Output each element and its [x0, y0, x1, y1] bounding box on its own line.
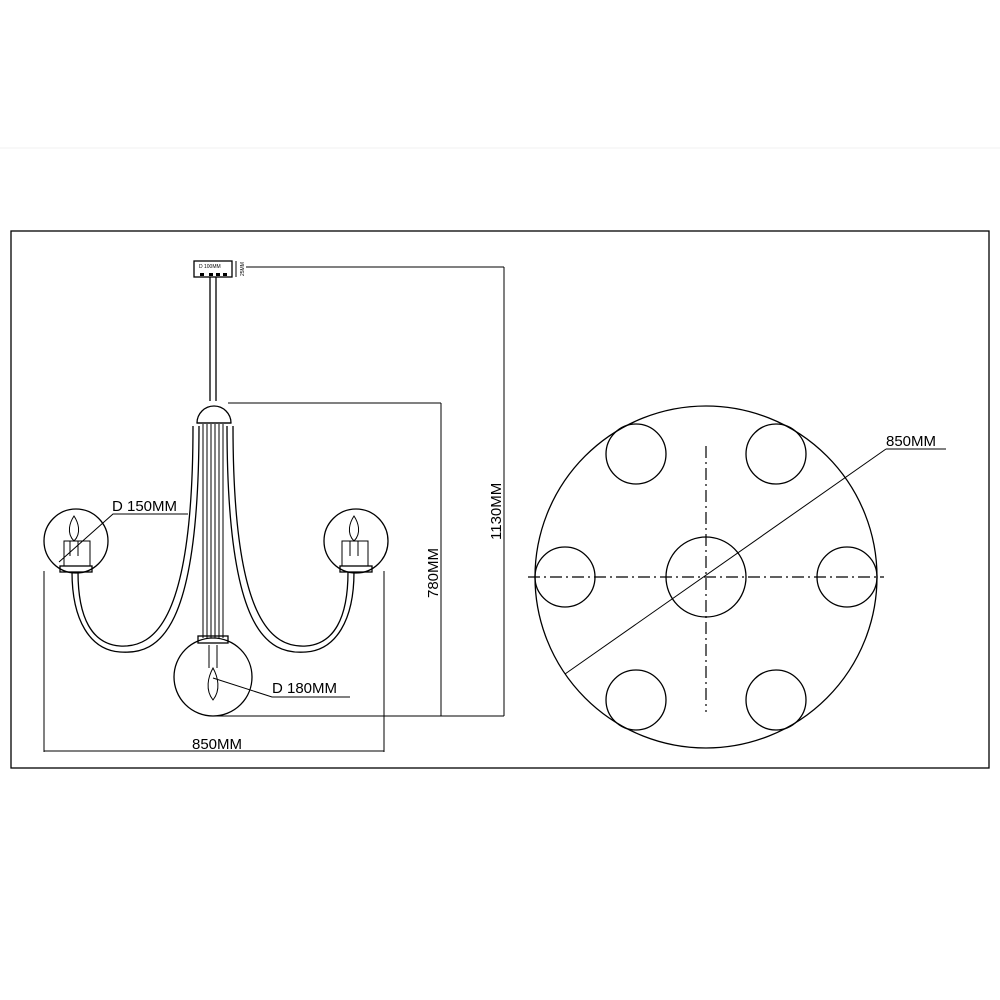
center-globe — [665, 536, 747, 618]
top-view: 850MM — [528, 405, 946, 749]
width-label: 850MM — [192, 736, 242, 753]
large-globe-diameter-label: D 180MM — [272, 680, 337, 697]
center-large-globe — [173, 637, 253, 717]
large-globe-leader — [212, 677, 350, 698]
right-socket — [341, 540, 369, 567]
left-socket — [63, 540, 91, 567]
side-view: D 100MM 25MM — [43, 260, 505, 753]
top-view-diameter-label: 850MM — [886, 433, 936, 450]
canopy-screw — [209, 273, 213, 276]
globe-top-left — [605, 423, 667, 485]
globe-top-right — [745, 423, 807, 485]
globe-bottom-right — [745, 669, 807, 731]
canopy-screw — [200, 273, 204, 276]
hub — [196, 405, 232, 424]
center-globe-cup — [197, 635, 229, 644]
body-height-label: 780MM — [425, 548, 442, 598]
canopy-screw — [223, 273, 227, 276]
globe-right — [816, 546, 878, 608]
canopy-height-label: 25MM — [240, 262, 246, 276]
left-small-globe — [43, 508, 109, 574]
canopy-diameter-label: D 100MM — [199, 264, 221, 270]
right-arm — [232, 425, 349, 647]
left-arm — [71, 425, 200, 653]
left-bulb-icon — [68, 515, 80, 542]
globe-left — [534, 546, 596, 608]
diameter-leader — [564, 448, 887, 675]
small-globe-leader — [58, 513, 188, 563]
drawing-frame — [10, 230, 990, 769]
canopy-screw — [216, 273, 220, 276]
globe-bottom-left — [605, 669, 667, 731]
right-arm — [226, 425, 355, 653]
total-height-label: 1130MM — [488, 483, 505, 540]
center-bulb-icon — [207, 666, 219, 701]
right-small-globe — [323, 508, 389, 574]
small-globe-diameter-label: D 150MM — [112, 498, 177, 515]
ceiling-canopy — [193, 260, 233, 278]
left-arm — [77, 425, 194, 647]
right-bulb-icon — [348, 515, 360, 542]
